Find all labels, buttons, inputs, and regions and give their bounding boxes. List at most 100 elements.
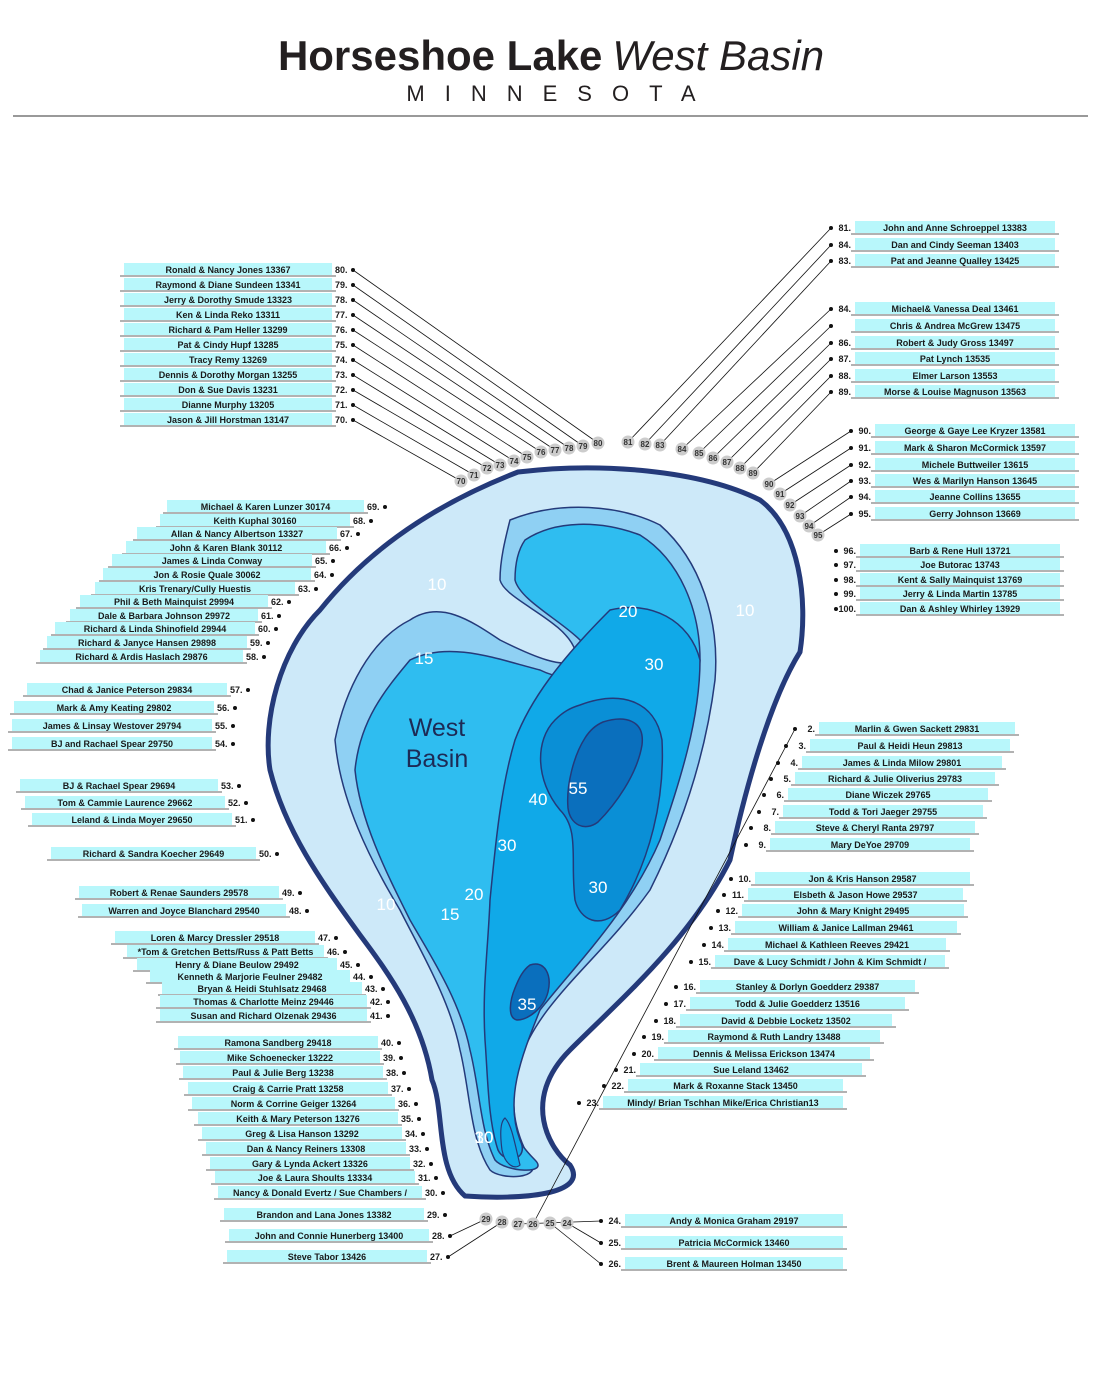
owner-name: James & Linda Milow 29801 — [843, 758, 962, 768]
owner-name: BJ and Rachael Spear 29750 — [51, 739, 173, 749]
owner-name: Pat Lynch 13535 — [920, 354, 990, 364]
lot-number: 18. — [663, 1016, 676, 1026]
lot-marker-dot — [599, 1241, 603, 1245]
lot-marker-dot — [414, 1102, 418, 1106]
lot-marker-dot — [577, 1101, 581, 1105]
lot-marker-dot — [716, 909, 720, 913]
lot-number: 41. — [370, 1011, 383, 1021]
lot-bubble — [793, 509, 807, 523]
lot-bubble-number: 94 — [805, 522, 814, 531]
lot-marker-dot — [448, 1234, 452, 1238]
leader-line — [352, 329, 542, 453]
owner-name: Dan & Ashley Whirley 13929 — [900, 604, 1020, 614]
lot-marker-dot — [287, 600, 291, 604]
owner-name: Jason & Jill Horstman 13147 — [167, 415, 289, 425]
owner-label-bg — [124, 353, 332, 365]
owner-label-bg — [80, 595, 268, 607]
lot-bubble-number: 85 — [695, 449, 704, 458]
lot-bubble — [591, 436, 605, 450]
leader-line — [681, 308, 832, 450]
lot-marker-dot — [262, 655, 266, 659]
owner-name: Keith & Mary Peterson 13276 — [236, 1114, 360, 1124]
lot-marker-dot — [429, 1162, 433, 1166]
lot-marker-dot — [251, 818, 255, 822]
lot-number: 44. — [353, 972, 366, 982]
lot-marker-dot — [744, 843, 748, 847]
lot-bubble-number: 74 — [510, 457, 519, 466]
lot-marker-dot — [664, 1002, 668, 1006]
lot-number: 47. — [318, 933, 331, 943]
lot-marker-dot — [614, 1068, 618, 1072]
lot-number: 45. — [340, 960, 353, 970]
owner-name: Dave & Lucy Schmidt / John & Kim Schmidt… — [734, 957, 927, 967]
depth-label: 40 — [529, 790, 548, 809]
depth-label: 15 — [415, 649, 434, 668]
owner-label-bg — [855, 369, 1055, 381]
owner-label-bg — [178, 1036, 378, 1048]
owner-label-bg — [160, 514, 350, 526]
lot-marker-dot — [331, 559, 335, 563]
lot-marker-dot — [421, 1132, 425, 1136]
owner-name: Chris & Andrea McGrew 13475 — [890, 321, 1020, 331]
lot-bubble — [495, 1215, 509, 1229]
owner-name: Michele Buttweiler 13615 — [922, 460, 1029, 470]
lot-number: 64. — [314, 570, 327, 580]
lot-marker-dot — [402, 1071, 406, 1075]
owner-name: John and Anne Schroeppel 13383 — [883, 223, 1027, 233]
owner-label-bg — [770, 838, 970, 850]
lot-number: 71. — [335, 400, 348, 410]
basin-label-line1: West — [409, 714, 466, 742]
owner-label-bg — [742, 904, 964, 916]
owner-label-bg — [210, 1157, 410, 1169]
leader-lines — [352, 227, 852, 1265]
lot-marker-dot — [275, 852, 279, 856]
lot-number: 81. — [838, 223, 851, 233]
lot-number: 32. — [413, 1159, 426, 1169]
lot-number: 86. — [838, 338, 851, 348]
depth-label: 10 — [475, 1128, 494, 1147]
owner-name: Steve & Cheryl Ranta 29797 — [816, 823, 935, 833]
owner-label-bg — [82, 904, 286, 916]
depth-label: 55 — [569, 779, 588, 798]
lot-marker-dot — [834, 607, 838, 611]
owner-name: Ronald & Nancy Jones 13367 — [165, 265, 290, 275]
owner-label-bg — [215, 1171, 415, 1183]
owner-label-bg — [875, 507, 1075, 519]
lot-marker-dot — [599, 1219, 603, 1223]
lot-marker-dot — [369, 975, 373, 979]
leader-line — [352, 314, 556, 451]
lot-bubble-number: 76 — [537, 448, 546, 457]
depth-label: 30 — [475, 1128, 494, 1147]
lot-bubble-number: 87 — [723, 458, 732, 467]
lot-bubble — [507, 454, 521, 468]
lot-number: 52. — [228, 798, 241, 808]
owner-name: Dennis & Dorothy Morgan 13255 — [159, 370, 298, 380]
owner-name: Wes & Marilyn Hanson 13645 — [913, 476, 1037, 486]
owner-name: Todd & Julie Goedderz 13516 — [735, 999, 860, 1009]
lot-bubble-number: 25 — [546, 1219, 555, 1228]
lot-bubble — [773, 487, 787, 501]
lot-number: 98. — [843, 575, 856, 585]
lot-bubble — [762, 477, 776, 491]
lot-marker-dot — [356, 532, 360, 536]
lot-number: 62. — [271, 597, 284, 607]
lot-marker-dot — [231, 724, 235, 728]
owner-name: Keith Kuphal 30160 — [213, 516, 296, 526]
lot-bubble — [783, 498, 797, 512]
lot-marker-dot — [834, 549, 838, 553]
owner-name: Nancy & Donald Evertz / Sue Chambers / — [233, 1188, 408, 1198]
lot-number: 79. — [335, 280, 348, 290]
owner-label-bg — [115, 931, 315, 943]
owner-label-bg — [788, 788, 988, 800]
owner-name: Paul & Heidi Heun 29813 — [857, 741, 962, 751]
lot-bubble — [479, 1212, 493, 1226]
lot-marker-dot — [298, 891, 302, 895]
owner-label-bg — [47, 636, 247, 648]
lot-bubble — [526, 1217, 540, 1231]
lot-marker-dot — [277, 614, 281, 618]
lot-number: 5. — [783, 774, 791, 784]
lot-bubble — [692, 446, 706, 460]
owner-label-bg — [819, 722, 1015, 734]
leader-line — [779, 447, 852, 495]
